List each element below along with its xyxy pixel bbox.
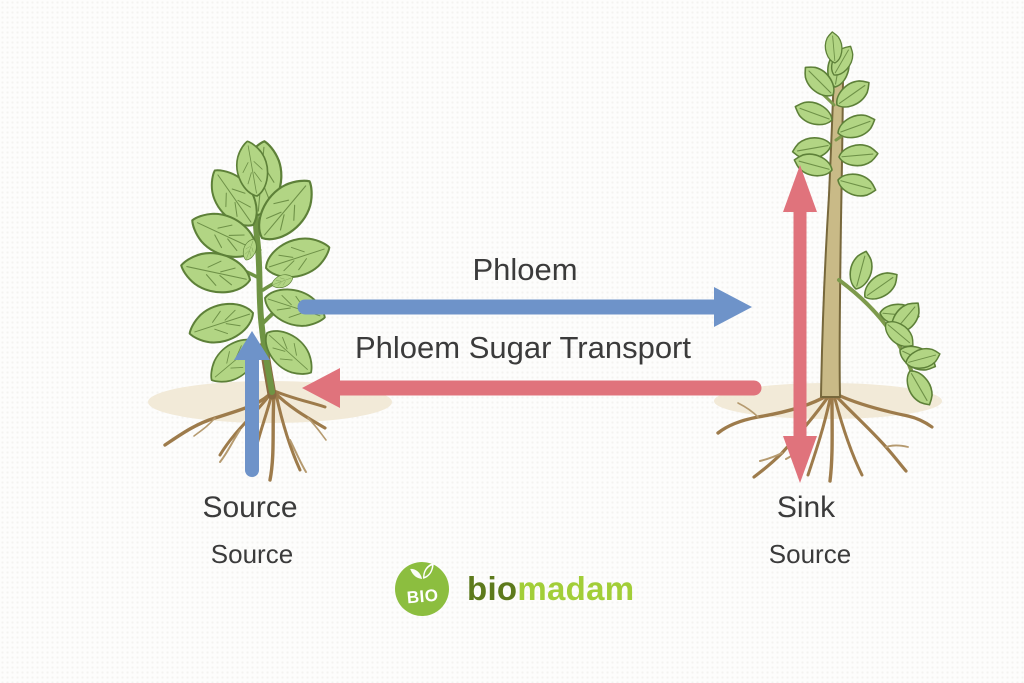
left-plant-secondary-label: Source (210, 539, 294, 569)
bio-logo-text: BIO (406, 585, 440, 608)
sink-plant-illustration (714, 30, 944, 483)
right-plant-secondary-label: Source (768, 539, 852, 569)
right-plant-primary-label: Sink (776, 491, 836, 524)
leaves (790, 30, 944, 411)
brand-name-bio: bio (467, 570, 518, 607)
leaf-icon (410, 562, 434, 579)
source-plant-illustration (148, 137, 392, 482)
left-plant-primary-label: Source (202, 491, 298, 524)
bio-logo-badge: BIO (392, 559, 452, 619)
phloem-right-arrow (297, 287, 752, 327)
brand-name-madam: madam (517, 570, 635, 607)
brand-name: biomadam (467, 562, 634, 616)
phloem-label: Phloem (472, 252, 578, 287)
brand-footer: BIO biomadam (392, 559, 634, 619)
phloem-sugar-transport-label: Phloem Sugar Transport (354, 330, 691, 365)
